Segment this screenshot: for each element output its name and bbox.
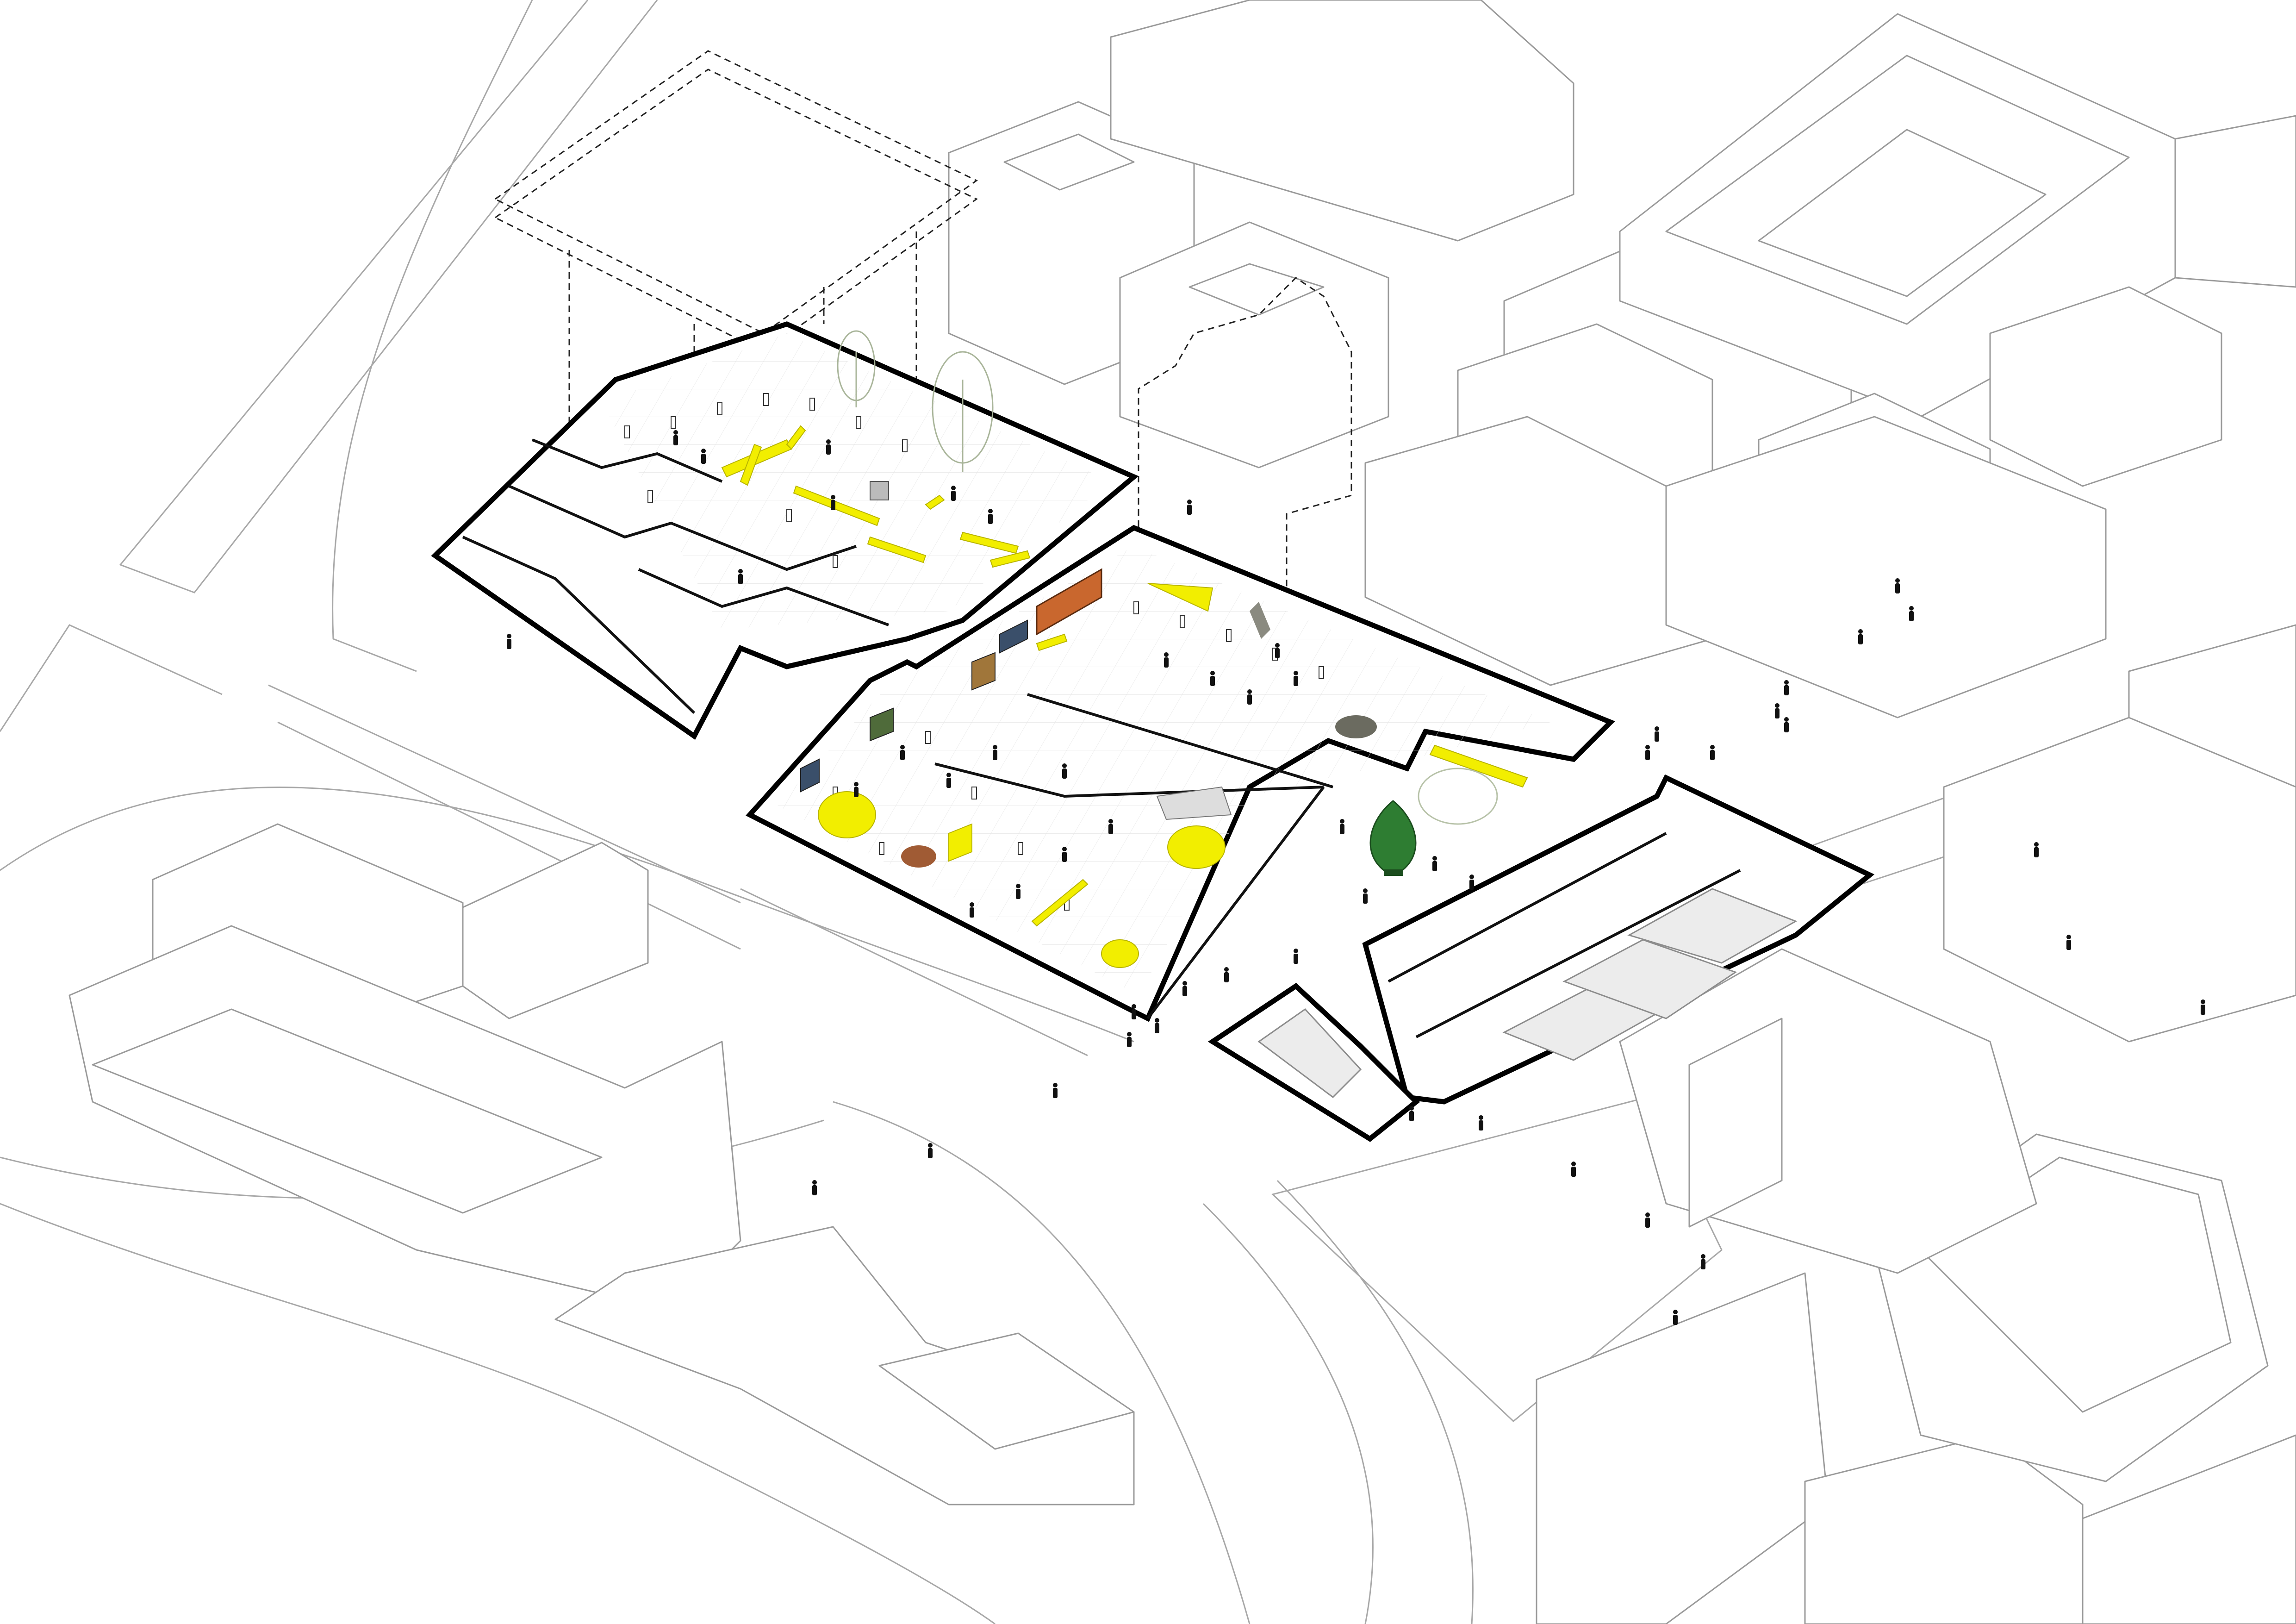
person-figure-icon (1062, 763, 1067, 779)
person-figure-icon (1224, 967, 1229, 982)
person-figure-icon (1294, 949, 1298, 964)
person-figure-icon (1275, 643, 1280, 658)
person-figure-icon (1479, 1115, 1483, 1131)
person-figure-icon (1432, 856, 1437, 871)
person-figure-icon (928, 1143, 933, 1158)
person-figure-icon (988, 509, 993, 524)
person-figure-icon (946, 773, 951, 788)
person-figure-icon (701, 449, 706, 464)
person-figure-icon (1645, 1212, 1650, 1228)
person-figure-icon (1294, 671, 1298, 686)
person-figures (507, 430, 2205, 1325)
person-figure-icon (1673, 1310, 1678, 1325)
person-figure-icon (1187, 500, 1192, 515)
person-figure-icon (2034, 842, 2039, 857)
highlight-rings (818, 791, 1226, 968)
person-figure-icon (1710, 745, 1715, 760)
artworks (800, 481, 1377, 868)
person-figure-icon (812, 1180, 817, 1195)
person-figure-icon (1155, 1018, 1159, 1033)
green-sculpture-icon (1369, 800, 1417, 876)
person-figure-icon (1645, 745, 1650, 760)
person-figure-icon (1363, 888, 1368, 904)
person-figure-icon (2066, 935, 2071, 950)
person-figure-icon (1701, 1254, 1705, 1269)
person-figure-icon (673, 430, 678, 445)
person-figure-icon (1164, 652, 1169, 668)
person-figure-icon (1108, 819, 1113, 834)
person-figure-icon (1016, 884, 1020, 899)
person-figure-icon (1409, 1106, 1414, 1121)
person-figure-icon (1775, 703, 1780, 718)
person-figure-icon (1784, 717, 1789, 732)
person-figure-icon (1182, 981, 1187, 996)
person-figure-icon (1340, 819, 1344, 834)
entrance-pavilion (1207, 983, 1420, 1142)
main-gallery-plate (746, 525, 1615, 1022)
person-figure-icon (1784, 680, 1789, 695)
person-figure-icon (738, 569, 743, 584)
person-figure-icon (993, 745, 997, 760)
context-buildings-north (948, 0, 2296, 1043)
tree-icons (837, 330, 1498, 825)
person-figure-icon (1132, 1004, 1136, 1019)
person-figure-icon (1858, 629, 1863, 644)
person-figure-icon (1127, 1032, 1132, 1047)
highlight-walls (721, 425, 1528, 927)
person-figure-icon (1210, 671, 1215, 686)
person-figure-icon (1247, 689, 1252, 705)
upper-floor-plate (431, 321, 1139, 740)
person-figure-icon (507, 634, 511, 649)
person-figure-icon (2201, 999, 2205, 1015)
person-figure-icon (1053, 1083, 1058, 1098)
person-figure-icon (1469, 874, 1474, 890)
person-figure-icon (1571, 1162, 1576, 1177)
person-figure-icon (1655, 726, 1659, 742)
person-figure-icon (831, 495, 835, 510)
person-figure-icon (900, 745, 905, 760)
person-figure-icon (951, 486, 956, 501)
person-figure-icon (1062, 847, 1067, 862)
person-figure-icon (1895, 578, 1900, 593)
person-figure-icon (854, 782, 859, 797)
person-figure-icon (1909, 606, 1914, 621)
person-figure-icon (826, 439, 831, 455)
person-figure-icon (970, 902, 974, 918)
context-buildings-south (68, 823, 2296, 1624)
